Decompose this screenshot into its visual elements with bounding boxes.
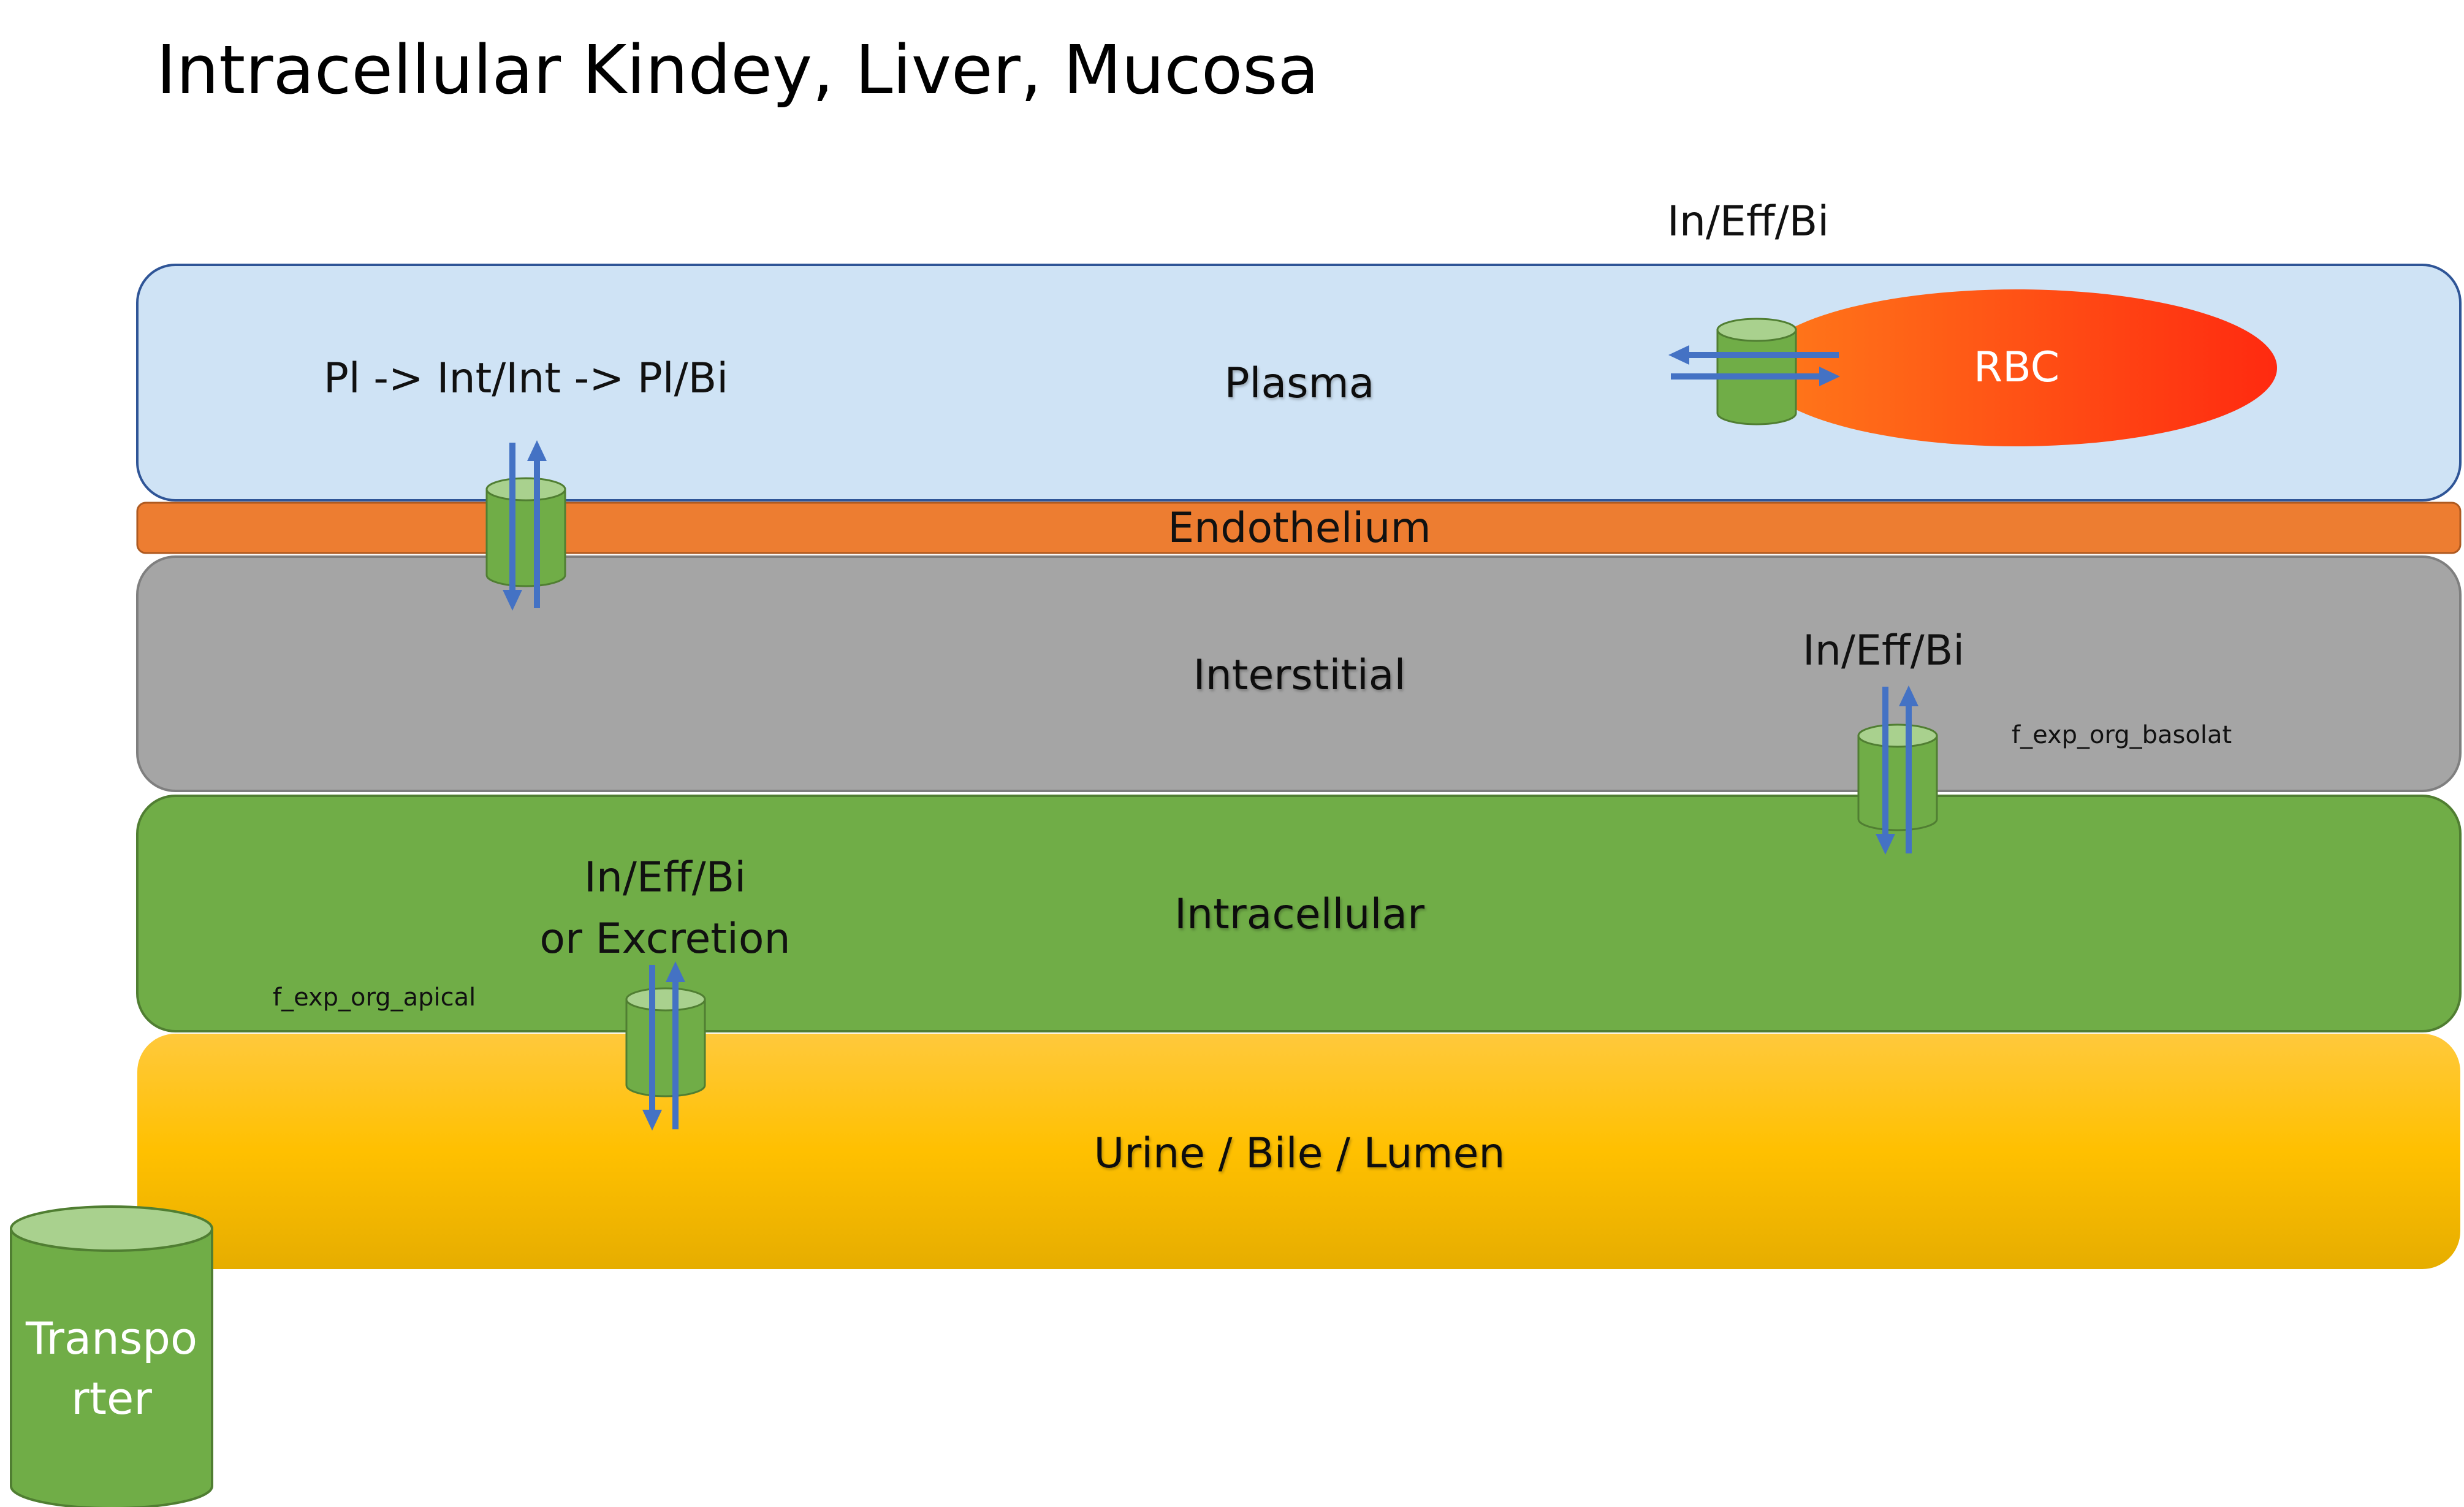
lumen-compartment: Urine / Bile / Lumen [137, 1034, 2460, 1269]
interstitial-label: Interstitial [1193, 651, 1406, 700]
apical-transport-label-line1: In/Eff/Bi [584, 853, 746, 902]
apical-transport-arrows [642, 961, 685, 1131]
intracellular-compartment: Intracellular [136, 795, 2462, 1032]
page-title: Intracellular Kindey, Liver, Mucosa [156, 31, 1319, 109]
transporter-cylinder-icon [10, 1205, 213, 1507]
apical-transport-label-line2: or Excretion [539, 915, 790, 963]
apical-param-label: f_exp_org_apical [273, 983, 476, 1012]
rbc-cell: RBC [1756, 289, 2277, 446]
interstitial-compartment: Interstitial [136, 555, 2462, 792]
rbc-transport-arrows [1668, 345, 1840, 386]
lumen-label: Urine / Bile / Lumen [1093, 1129, 1505, 1178]
transporter-apical-icon [625, 987, 706, 1097]
basolateral-transport-label: In/Eff/Bi [1803, 627, 1964, 675]
transporter-basolateral-icon [1857, 723, 1938, 831]
legend-transporter: Transpo rter [10, 1205, 213, 1507]
endothelium-label: Endothelium [1168, 504, 1431, 552]
transporter-rbc-icon [1716, 318, 1797, 425]
transporter-endothelial-icon [485, 477, 566, 587]
basolateral-transport-arrows [1876, 685, 1918, 855]
rbc-transport-label: In/Eff/Bi [1667, 197, 1829, 246]
basolateral-param-label: f_exp_org_basolat [2012, 721, 2232, 749]
endothelial-transport-label: Pl -> Int/Int -> Pl/Bi [324, 354, 728, 403]
rbc-label: RBC [1974, 343, 2059, 392]
legend-label-line1: Transpo [25, 1313, 197, 1364]
intracellular-label: Intracellular [1174, 890, 1424, 939]
legend-label-line2: rter [71, 1373, 152, 1424]
endothelial-transport-arrows [503, 440, 547, 611]
endothelium-layer: Endothelium [136, 502, 2462, 554]
plasma-label: Plasma [1225, 359, 1375, 408]
